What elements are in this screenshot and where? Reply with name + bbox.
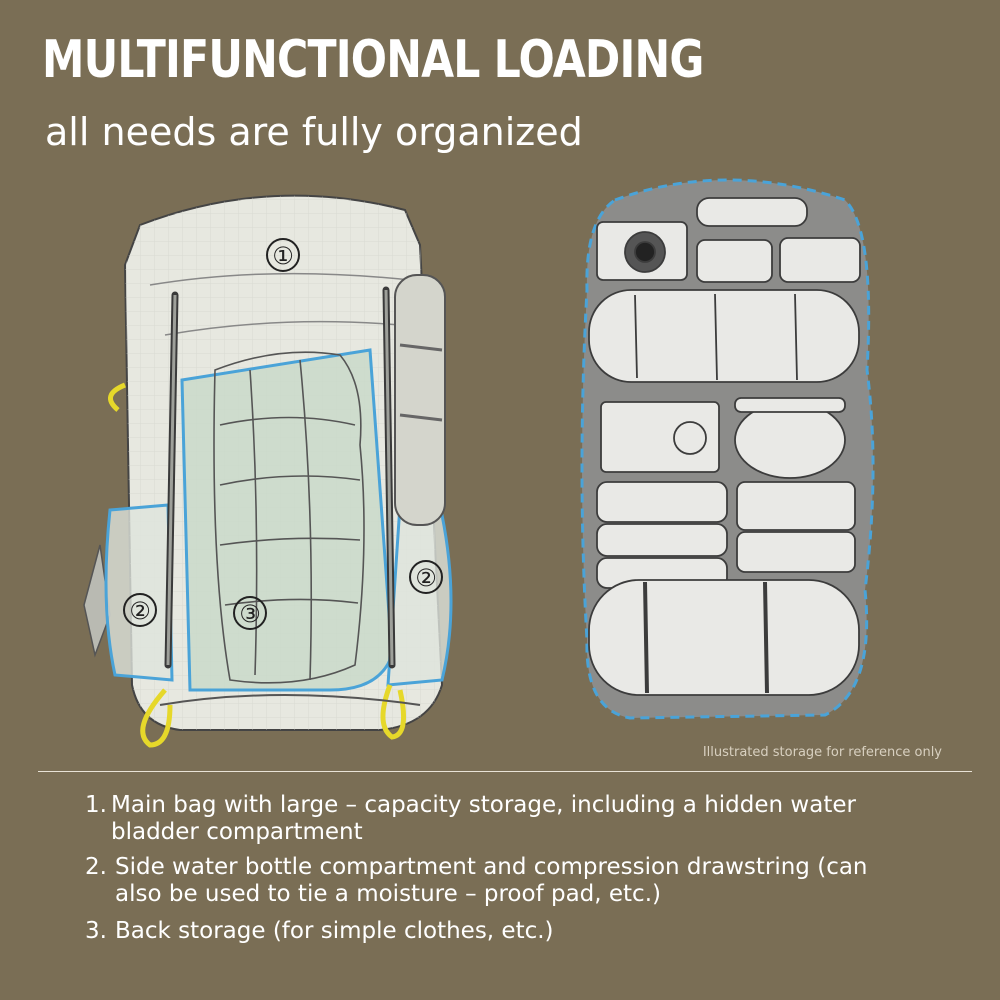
label-side-pocket-left: ② (129, 597, 151, 625)
list-item: 1. Main bag with large – capacity storag… (85, 792, 856, 845)
label-main-bag: ① (272, 242, 294, 270)
list-item: 2. Side water bottle compartment and com… (85, 854, 868, 907)
label-back-storage: ③ (239, 600, 261, 628)
feature-list: 1. Main bag with large – capacity storag… (85, 792, 885, 953)
backpack-illustration: ① ② ② ③ (83, 194, 453, 748)
page-title: MULTIFUNCTIONAL LOADING (42, 30, 704, 90)
storage-caption: Illustrated storage for reference only (702, 745, 942, 760)
page-subtitle: all needs are fully organized (45, 110, 583, 154)
section-divider (38, 771, 972, 772)
storage-illustration (580, 178, 875, 720)
list-item: 3. Back storage (for simple clothes, etc… (85, 918, 554, 944)
label-side-pocket-right: ② (415, 564, 437, 592)
